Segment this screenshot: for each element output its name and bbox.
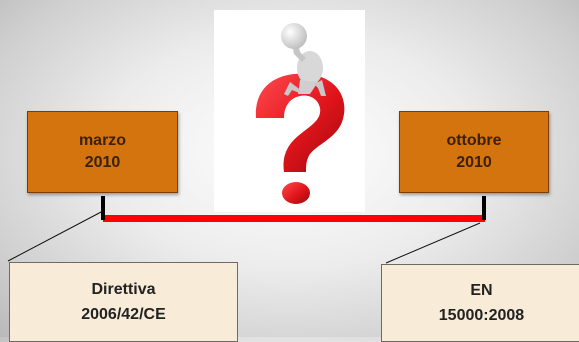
timeline-bar — [103, 215, 485, 222]
date-start-year: 2010 — [84, 154, 121, 171]
callout-line-left — [7, 210, 104, 262]
timeline-tick-start — [101, 196, 105, 220]
document-right-line2: 15000:2008 — [438, 307, 525, 324]
date-end-year: 2010 — [456, 154, 492, 171]
document-box-left: Direttiva 2006/42/CE — [9, 262, 238, 342]
date-box-start: marzo 2010 — [27, 111, 178, 193]
date-box-end: ottobre 2010 — [399, 111, 549, 193]
callout-line-right — [385, 222, 481, 264]
date-end-month: ottobre — [446, 132, 502, 149]
date-start-month: marzo — [78, 132, 127, 149]
timeline-tick-end — [482, 196, 486, 220]
document-left-line2: 2006/42/CE — [81, 306, 166, 323]
document-box-right: EN 15000:2008 — [381, 264, 579, 342]
document-left-line1: Direttiva — [91, 281, 156, 298]
thinking-figure-on-question-mark-icon — [214, 10, 365, 212]
document-right-line1: EN — [470, 282, 493, 299]
